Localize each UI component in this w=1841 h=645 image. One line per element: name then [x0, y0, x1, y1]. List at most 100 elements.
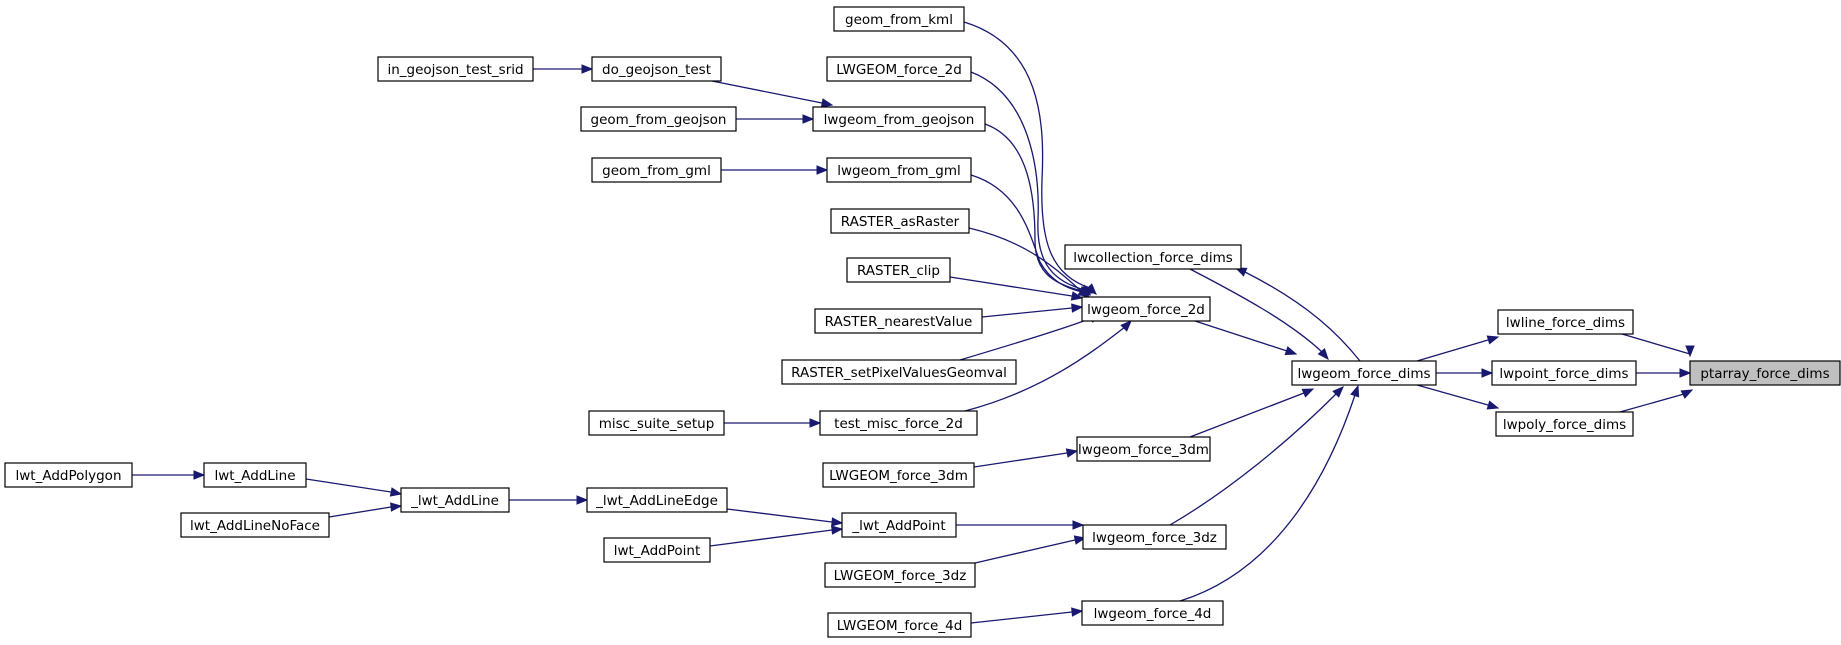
node-raster-asraster[interactable]: RASTER_asRaster — [830, 208, 970, 234]
node-box[interactable] — [812, 106, 986, 132]
node-raster-setpixelvaluesgeomval[interactable]: RASTER_setPixelValuesGeomval — [781, 359, 1017, 385]
node-box[interactable] — [841, 512, 957, 538]
node-box[interactable] — [781, 359, 1017, 385]
node-misc-suite-setup[interactable]: misc_suite_setup — [588, 410, 725, 436]
node--lwt-addpoint[interactable]: _lwt_AddPoint — [841, 512, 957, 538]
edge-RASTER_asRaster-to-lwgeom_force_2d — [968, 227, 1091, 298]
edge-lwt_AddLine-to-_lwt_AddLine — [305, 478, 403, 497]
node-lwpoly-force-dims[interactable]: lwpoly_force_dims — [1495, 411, 1634, 437]
node-box[interactable] — [1497, 309, 1634, 335]
edge-line — [711, 80, 823, 104]
node-lwt-addpoint[interactable]: lwt_AddPoint — [603, 537, 711, 563]
node-box[interactable] — [1064, 244, 1242, 270]
node-lwgeom-force-2d[interactable]: lwgeom_force_2d — [1081, 296, 1211, 322]
node-lwgeom-force-4d[interactable]: lwgeom_force_4d — [1081, 600, 1224, 626]
node-lwgeom-force-3dm[interactable]: LWGEOM_force_3dm — [822, 462, 975, 488]
node-label: misc_suite_setup — [599, 416, 715, 432]
node-lwt-addpolygon[interactable]: lwt_AddPolygon — [4, 462, 133, 488]
node-box[interactable] — [591, 56, 722, 82]
node-box[interactable] — [377, 56, 534, 82]
node-lwpoint-force-dims[interactable]: lwpoint_force_dims — [1491, 360, 1637, 386]
node-box[interactable] — [1291, 360, 1437, 386]
arrowhead — [1077, 287, 1091, 298]
node-label: _lwt_AddPoint — [851, 518, 945, 534]
edge-lwgeom_force_2d-to-lwgeom_force_dims — [1194, 320, 1298, 356]
node-lwgeom-force-4d[interactable]: LWGEOM_force_4d — [827, 612, 972, 638]
node-raster-nearestvalue[interactable]: RASTER_nearestValue — [814, 308, 983, 334]
arrowhead — [1120, 320, 1132, 332]
node-lwgeom-force-3dz[interactable]: lwgeom_force_3dz — [1082, 524, 1227, 550]
arrowhead — [831, 517, 844, 527]
edge-misc_suite_setup-to-test_misc_force_2d — [724, 418, 822, 428]
arrowhead — [193, 470, 206, 480]
node--lwt-addline[interactable]: _lwt_AddLine — [400, 487, 510, 513]
node-box[interactable] — [203, 462, 307, 488]
node-lwgeom-force-3dm[interactable]: lwgeom_force_3dm — [1076, 436, 1211, 462]
node-geom-from-gml[interactable]: geom_from_gml — [591, 157, 722, 183]
edge-line — [973, 452, 1068, 468]
arrowhead — [1317, 347, 1329, 361]
arrowhead — [576, 495, 589, 505]
node-ptarray-force-dims[interactable]: ptarray_force_dims — [1689, 360, 1841, 386]
edge-line — [1619, 393, 1685, 413]
node-box[interactable] — [1082, 524, 1227, 550]
node-box[interactable] — [4, 462, 133, 488]
node-lwt-addline[interactable]: lwt_AddLine — [203, 462, 307, 488]
arrowhead — [1284, 346, 1298, 356]
node-lwgeom-from-gml[interactable]: lwgeom_from_gml — [826, 157, 972, 183]
node-box[interactable] — [833, 6, 965, 32]
node-box[interactable] — [830, 208, 970, 234]
node-label: RASTER_clip — [857, 263, 940, 279]
edge-line — [1244, 271, 1361, 362]
edge-line — [949, 276, 1073, 297]
node-lwgeom-force-dims[interactable]: lwgeom_force_dims — [1291, 360, 1437, 386]
node-label: lwt_AddPoint — [614, 543, 701, 559]
node-box[interactable] — [1495, 411, 1634, 437]
node-label: LWGEOM_force_2d — [836, 62, 962, 78]
node-raster-clip[interactable]: RASTER_clip — [846, 257, 951, 283]
node-box[interactable] — [814, 308, 983, 334]
edge-line — [959, 317, 1093, 361]
node-in-geojson-test-srid[interactable]: in_geojson_test_srid — [377, 56, 534, 82]
node-box[interactable] — [826, 56, 972, 82]
node-geom-from-kml[interactable]: geom_from_kml — [833, 6, 965, 32]
arrowhead — [802, 114, 815, 124]
node-test-misc-force-2d[interactable]: test_misc_force_2d — [819, 410, 978, 436]
node-box[interactable] — [588, 410, 725, 436]
node--lwt-addlineedge[interactable]: _lwt_AddLineEdge — [586, 487, 728, 513]
node-label: lwgeom_force_dims — [1297, 366, 1430, 382]
node-box[interactable] — [591, 157, 722, 183]
node-box[interactable] — [603, 537, 711, 563]
node-box[interactable] — [827, 612, 972, 638]
edge-line — [1179, 394, 1356, 602]
node-box[interactable] — [846, 257, 951, 283]
node-lwline-force-dims[interactable]: lwline_force_dims — [1497, 309, 1634, 335]
node-geom-from-geojson[interactable]: geom_from_geojson — [580, 106, 737, 132]
node-box[interactable] — [819, 410, 978, 436]
node-box[interactable] — [1076, 436, 1211, 462]
node-box[interactable] — [180, 512, 330, 538]
node-box[interactable] — [1081, 296, 1211, 322]
edge-line — [970, 174, 1083, 293]
node-box[interactable] — [400, 487, 510, 513]
node-box[interactable] — [822, 462, 975, 488]
node-do-geojson-test[interactable]: do_geojson_test — [591, 56, 722, 82]
node-box[interactable] — [1689, 360, 1841, 386]
node-lwgeom-force-2d[interactable]: LWGEOM_force_2d — [826, 56, 972, 82]
node-lwt-addlinenoface[interactable]: lwt_AddLineNoFace — [180, 512, 330, 538]
node-box[interactable] — [824, 562, 976, 588]
node-box[interactable] — [580, 106, 737, 132]
node-box[interactable] — [1081, 600, 1224, 626]
edge-line — [1189, 268, 1323, 353]
node-lwgeom-force-3dz[interactable]: LWGEOM_force_3dz — [824, 562, 976, 588]
edge-lwline_force_dims-to-ptarray_force_dims — [1621, 333, 1695, 358]
node-box[interactable] — [586, 487, 728, 513]
node-box[interactable] — [826, 157, 972, 183]
node-lwcollection-force-dims[interactable]: lwcollection_force_dims — [1064, 244, 1242, 270]
edge-line — [970, 71, 1086, 291]
node-lwgeom-from-geojson[interactable]: lwgeom_from_geojson — [812, 106, 986, 132]
node-label: in_geojson_test_srid — [387, 62, 523, 78]
edge-lwgeom_force_dims-to-lwpoint_force_dims — [1436, 368, 1494, 378]
node-box[interactable] — [1491, 360, 1637, 386]
node-label: RASTER_nearestValue — [825, 314, 973, 330]
